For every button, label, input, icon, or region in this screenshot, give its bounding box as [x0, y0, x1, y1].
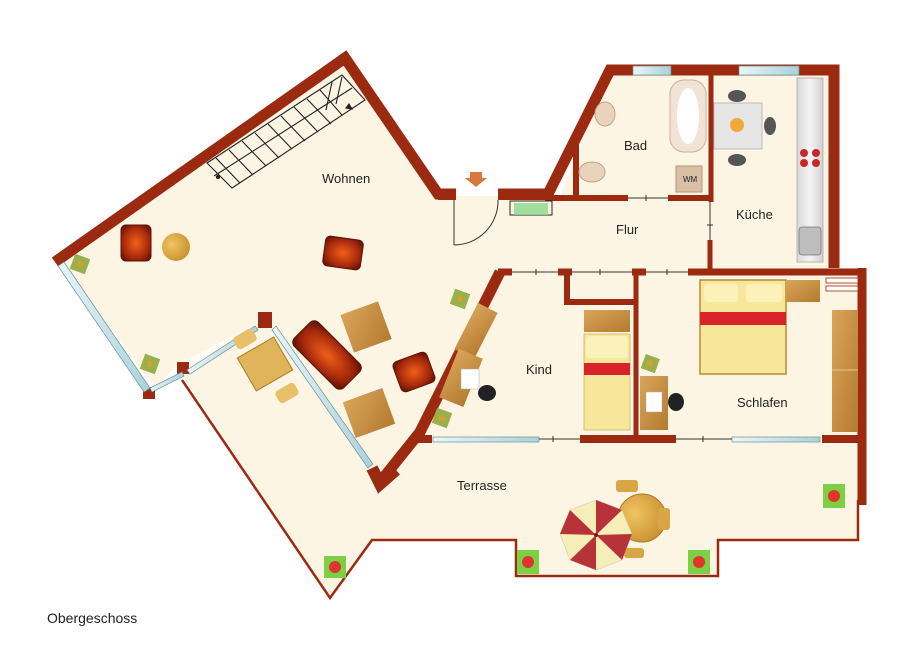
room-label-wohnen: Wohnen	[322, 171, 371, 186]
nightstand-icon	[786, 280, 820, 302]
armchair-icon	[322, 235, 364, 271]
coffee-table-icon	[340, 301, 392, 353]
shoe-rack-icon	[509, 200, 553, 216]
room-label-kind: Kind	[526, 362, 553, 377]
floor-caption: Obergeschoss	[47, 610, 138, 626]
plant-icon	[517, 550, 539, 574]
chair-icon	[668, 393, 684, 411]
bedroom-furniture	[699, 277, 859, 432]
bed-icon	[583, 310, 631, 431]
stove-icon	[800, 149, 820, 167]
plant-icon	[640, 354, 660, 374]
armchair-icon	[120, 224, 152, 262]
terrace-outline	[180, 379, 860, 601]
umbrella-icon	[559, 499, 633, 571]
wardrobe-icon	[832, 310, 858, 432]
plant-icon	[69, 253, 91, 275]
armchair-icon	[392, 351, 436, 393]
plant-icon	[324, 556, 346, 578]
toilet-icon	[578, 161, 606, 183]
plant-icon	[139, 353, 161, 375]
kitchen-fixtures	[713, 77, 824, 263]
bed-icon	[699, 279, 787, 375]
terrace-furniture	[559, 480, 670, 571]
bathroom-fixtures	[578, 79, 707, 193]
sink-icon	[594, 101, 616, 127]
coffee-table-icon	[342, 387, 396, 439]
kids-room-furniture	[439, 302, 684, 431]
plant-icon	[823, 484, 845, 508]
dining-table-icon	[233, 328, 299, 404]
entrance-arrow-icon	[465, 172, 487, 187]
room-label-kueche: Küche	[736, 207, 773, 222]
door-lines	[453, 195, 732, 442]
room-label-flur: Flur	[616, 222, 639, 237]
chair-icon	[478, 385, 496, 401]
dining-table-icon	[713, 90, 776, 166]
side-table-icon	[162, 233, 190, 261]
living-furniture	[120, 224, 436, 439]
plant-icon	[449, 288, 471, 310]
washing-machine-label: WM	[683, 175, 698, 184]
plant-icon	[431, 407, 453, 429]
room-label-bad: Bad	[624, 138, 648, 153]
kitchen-sink-icon	[798, 226, 822, 256]
staircase-icon	[206, 74, 366, 189]
sofa-icon	[292, 320, 362, 390]
room-label-terrasse: Terrasse	[457, 478, 507, 493]
plant-icon	[688, 550, 710, 574]
room-label-schlafen: Schlafen	[737, 395, 788, 410]
plants	[69, 253, 845, 578]
washing-machine-icon	[675, 165, 703, 193]
wardrobe-icon	[454, 302, 498, 360]
windows	[57, 65, 821, 469]
